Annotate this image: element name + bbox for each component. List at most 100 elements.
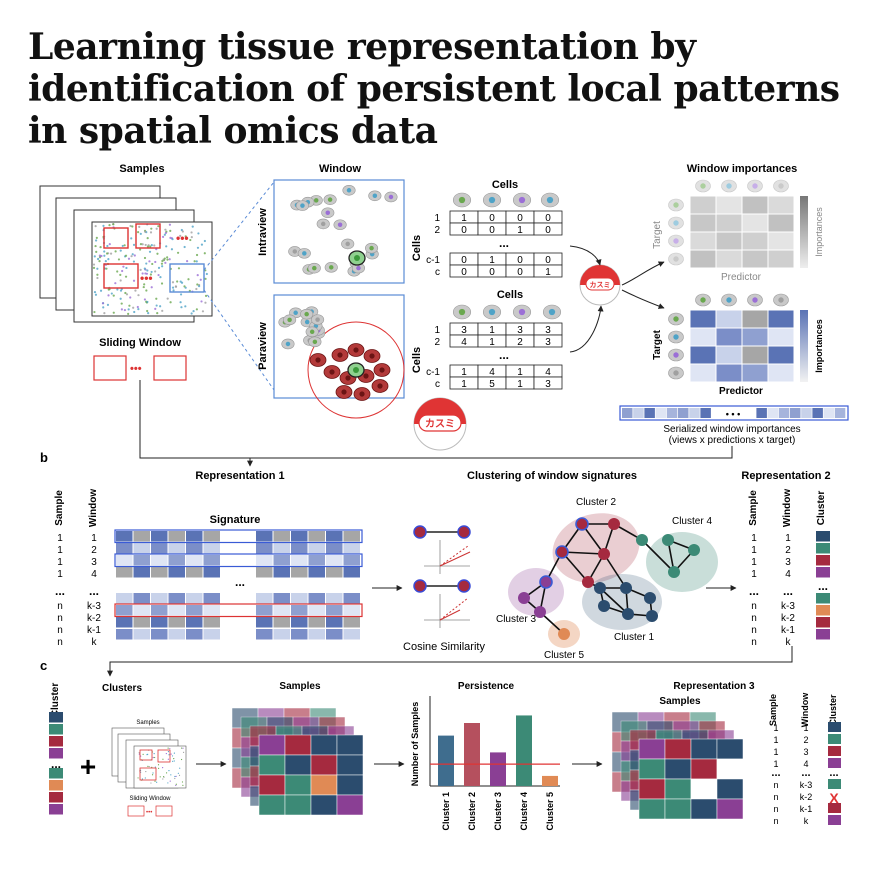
cluster-swatch (816, 555, 830, 566)
signature-cell (291, 567, 308, 578)
intraview-cell (295, 200, 309, 211)
row-ellipsis: ... (801, 767, 810, 779)
importance-cell (689, 363, 717, 383)
signature-cell (151, 617, 168, 628)
serialized-cell (812, 408, 823, 418)
cluster-5-label: Cluster 5 (544, 650, 584, 661)
cluster-swatch (49, 804, 63, 815)
row-sample: 1 (773, 735, 778, 745)
signature-cell (186, 593, 203, 604)
rejected-cluster-mark: X (829, 790, 839, 806)
row-sample: n (751, 637, 757, 648)
row-sample: n (773, 792, 778, 802)
signature-cell (326, 555, 343, 566)
matrix-value: 0 (461, 255, 467, 266)
signature-cell (256, 629, 273, 640)
panel-c-letter: c (40, 658, 47, 673)
matrix-row-label: 1 (434, 325, 440, 336)
samples-label-c2: Samples (659, 696, 701, 707)
predictor-label-bottom: Predictor (719, 386, 763, 397)
row-ellipsis: ... (783, 584, 793, 598)
intraview-cell (323, 194, 337, 205)
bar (542, 775, 558, 786)
paraview-cell (308, 336, 322, 348)
signature-cell (116, 531, 133, 542)
serialized-cell (678, 408, 689, 418)
serialized-cell (801, 408, 812, 418)
predictor-cell-icon (695, 293, 711, 307)
cluster-swatch (49, 724, 63, 735)
signature-cell (186, 617, 203, 628)
target-cell-icon (668, 366, 684, 380)
signature-cell (291, 629, 308, 640)
cell-icon (512, 304, 532, 320)
matrix-cell (533, 334, 563, 348)
window-importances-label: Window importances (687, 163, 798, 175)
importance-cell (741, 231, 769, 251)
bar (464, 723, 480, 786)
signature-cell (256, 543, 273, 554)
signature-cell (343, 605, 360, 616)
signature-cell (308, 555, 325, 566)
cluster-swatch (828, 803, 841, 813)
matrix-value: 3 (461, 325, 467, 336)
intraview-cell (297, 248, 311, 259)
signature-cell (343, 617, 360, 628)
matrix-row-label: 2 (434, 225, 440, 236)
importance-cell (767, 363, 795, 383)
matrix-row-label: c (435, 379, 440, 390)
signature-cell (256, 617, 273, 628)
importance-cell (715, 213, 743, 233)
signature-cell (203, 567, 220, 578)
matrix-value: 1 (461, 213, 467, 224)
matrix-row-label: 2 (434, 337, 440, 348)
serialized-cell (834, 408, 846, 418)
signature-cell (116, 593, 133, 604)
signature-cell (203, 617, 220, 628)
signature-cell (168, 543, 185, 554)
signature-cell (326, 617, 343, 628)
matrix-value: 0 (489, 267, 495, 278)
row-window: 3 (91, 557, 97, 568)
signature-cell (168, 605, 185, 616)
rep3-label: Representation 3 (673, 681, 755, 692)
row-window: 4 (803, 759, 808, 769)
signature-cell (116, 567, 133, 578)
importance-cell (715, 345, 743, 365)
signature-cell (291, 605, 308, 616)
matrix-value: 0 (461, 267, 467, 278)
window-header-b: Window (88, 489, 99, 527)
signature-cell (186, 605, 203, 616)
row-sample: 1 (773, 723, 778, 733)
signature-cell (168, 555, 185, 566)
serialized-line-1: Serialized window importances (663, 424, 800, 435)
cluster-swatch (828, 815, 841, 825)
cell-icon (542, 304, 562, 320)
cells-axis-1: Cells (411, 235, 423, 261)
signature-cell (133, 555, 150, 566)
signature-cell (273, 617, 290, 628)
svg-text:•••: ••• (130, 363, 142, 375)
signature-cell (308, 629, 325, 640)
matrix-value: 1 (545, 267, 551, 278)
row-window: 4 (785, 569, 791, 580)
sample-header-c: Sample (768, 694, 778, 726)
paraview-cell (283, 314, 297, 326)
serialized-cell (689, 408, 700, 418)
matrix-row-label: c-1 (426, 255, 440, 266)
rep1-label: Representation 1 (195, 470, 284, 482)
serialized-cell (767, 408, 779, 418)
row-window: 3 (803, 747, 808, 757)
graph-node (575, 517, 589, 531)
importance-cell (741, 309, 769, 329)
cluster-map (258, 734, 364, 816)
cluster-swatch (828, 746, 841, 756)
importance-cell (741, 195, 769, 215)
signature-cell (326, 605, 343, 616)
intraview-cell (365, 242, 379, 254)
matrix-value: 1 (461, 379, 467, 390)
row-window: 1 (91, 533, 97, 544)
signature-cell (116, 605, 133, 616)
signature-cell (273, 567, 290, 578)
